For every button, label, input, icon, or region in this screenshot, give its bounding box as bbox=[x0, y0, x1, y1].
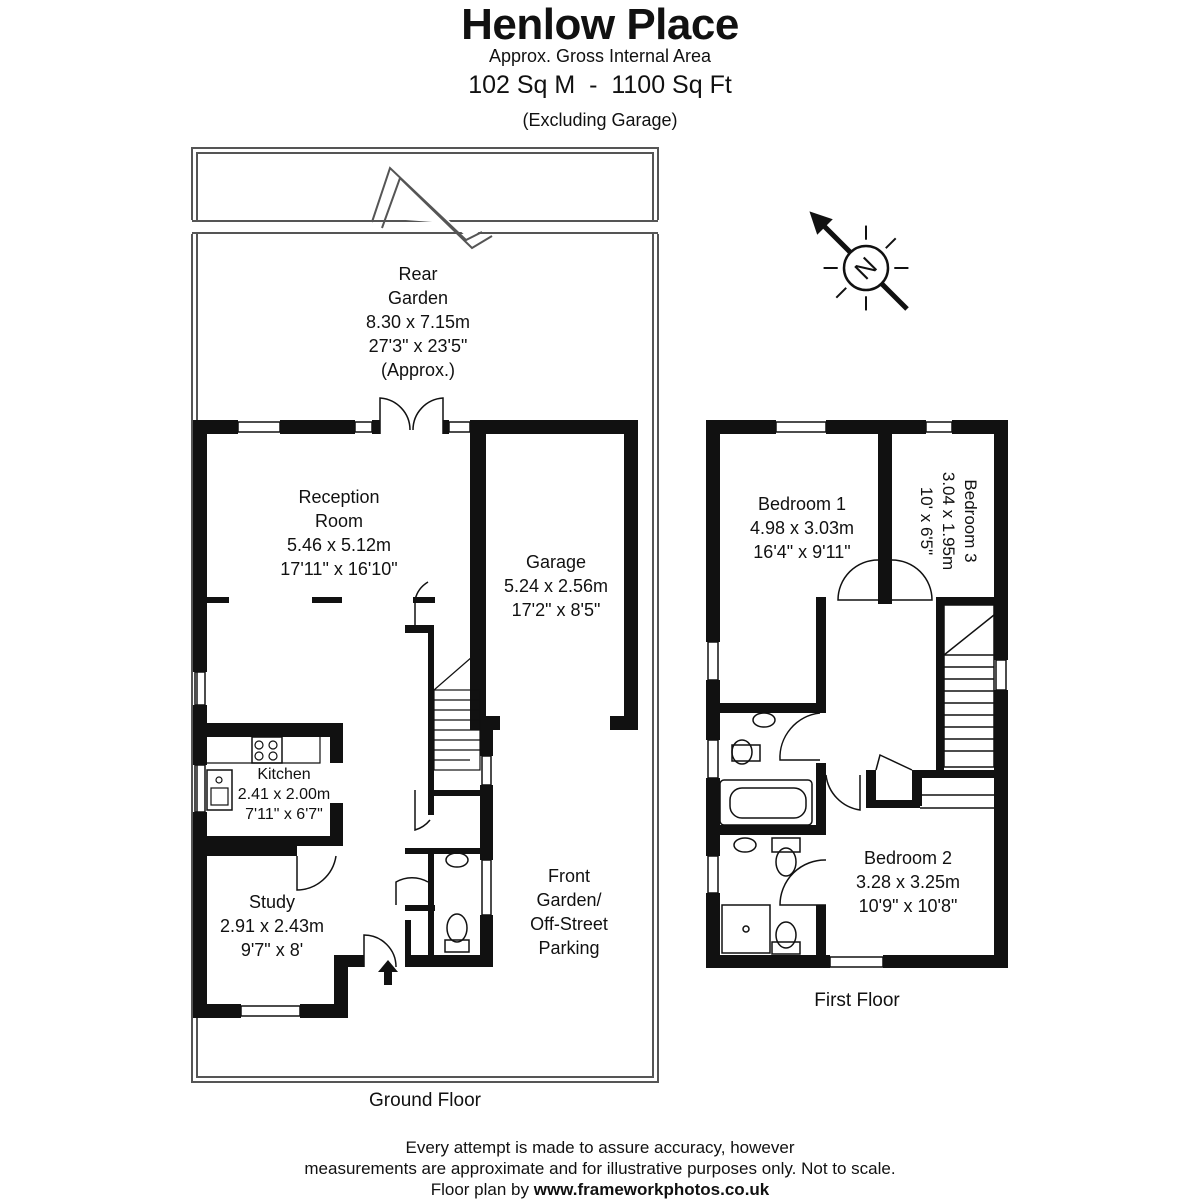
reception-metric: 5.46 x 5.12m bbox=[286, 535, 392, 555]
front-garden-name-3: Off-Street bbox=[530, 914, 608, 934]
study-name: Study bbox=[248, 892, 296, 912]
disclaimer-line-1: Every attempt is made to assure accuracy… bbox=[405, 1138, 795, 1157]
front-garden-name-4: Parking bbox=[538, 938, 600, 958]
area-value: 102 Sq M - 1100 Sq Ft bbox=[468, 71, 732, 99]
front-garden-label: Front Garden/ Off-Street Parking bbox=[530, 864, 608, 960]
garage-label: Garage 5.24 x 2.56m 17'2" x 8'5" bbox=[504, 550, 608, 622]
kitchen-imperial: 7'11" x 6'7" bbox=[245, 806, 323, 823]
bedroom1-metric: 4.98 x 3.03m bbox=[749, 518, 855, 538]
bedroom2-name: Bedroom 2 bbox=[863, 848, 953, 868]
front-garden-name-2: Garden/ bbox=[536, 890, 602, 910]
credit-prefix: Floor plan by bbox=[430, 1180, 529, 1199]
bedroom3-name: Bedroom 3 bbox=[961, 479, 980, 563]
front-garden-name-1: Front bbox=[547, 866, 591, 886]
kitchen-metric: 2.41 x 2.00m bbox=[237, 786, 331, 803]
bedroom1-imperial: 16'4" x 9'11" bbox=[753, 542, 851, 562]
bedroom2-metric: 3.28 x 3.25m bbox=[855, 872, 961, 892]
bedroom1-label: Bedroom 1 4.98 x 3.03m 16'4" x 9'11" bbox=[750, 492, 854, 564]
plan-title: Henlow Place bbox=[461, 0, 739, 49]
bedroom1-name: Bedroom 1 bbox=[757, 494, 847, 514]
bedroom3-label: Bedroom 3 3.04 x 1.95m 10' x 6'5" bbox=[915, 461, 981, 581]
garage-name: Garage bbox=[525, 552, 587, 572]
rear-garden-label: Rear Garden 8.30 x 7.15m 27'3" x 23'5" (… bbox=[366, 262, 470, 382]
bedroom3-imperial: 10' x 6'5" bbox=[917, 486, 936, 556]
area-note: (Excluding Garage) bbox=[522, 110, 678, 130]
rear-garden-name-2: Garden bbox=[387, 288, 449, 308]
study-metric: 2.91 x 2.43m bbox=[219, 916, 325, 936]
kitchen-label: Kitchen 2.41 x 2.00m 7'11" x 6'7" bbox=[238, 765, 331, 825]
reception-name-2: Room bbox=[314, 511, 363, 531]
credit-website-link[interactable]: www.frameworkphotos.co.uk bbox=[533, 1180, 770, 1199]
ground-floor-walls bbox=[193, 397, 638, 1018]
garage-imperial: 17'2" x 8'5" bbox=[511, 600, 601, 620]
rear-garden-imperial: 27'3" x 23'5" bbox=[368, 336, 468, 356]
study-imperial: 9'7" x 8' bbox=[240, 940, 304, 960]
ground-floor-label: Ground Floor bbox=[369, 1090, 481, 1111]
reception-imperial: 17'11" x 16'10" bbox=[280, 559, 398, 579]
bedroom2-label: Bedroom 2 3.28 x 3.25m 10'9" x 10'8" bbox=[856, 846, 960, 918]
first-floor-label: First Floor bbox=[814, 990, 900, 1011]
disclaimer-line-2: measurements are approximate and for ill… bbox=[304, 1159, 896, 1178]
bedroom2-imperial: 10'9" x 10'8" bbox=[858, 896, 958, 916]
first-floor-walls bbox=[706, 420, 1008, 968]
reception-label: Reception Room 5.46 x 5.12m 17'11" x 16'… bbox=[280, 485, 397, 581]
bedroom3-metric: 3.04 x 1.95m bbox=[939, 471, 958, 571]
reception-name-1: Reception bbox=[298, 487, 380, 507]
rear-garden-name-1: Rear bbox=[398, 264, 438, 284]
rear-garden-note: (Approx.) bbox=[380, 360, 456, 380]
area-label: Approx. Gross Internal Area bbox=[488, 46, 712, 66]
garage-metric: 5.24 x 2.56m bbox=[503, 576, 609, 596]
garden-outline bbox=[186, 147, 664, 1083]
study-label: Study 2.91 x 2.43m 9'7" x 8' bbox=[220, 890, 324, 962]
rear-garden-metric: 8.30 x 7.15m bbox=[365, 312, 471, 332]
kitchen-name: Kitchen bbox=[257, 766, 311, 783]
credit-line: Floor plan by www.frameworkphotos.co.uk bbox=[0, 1178, 1200, 1201]
